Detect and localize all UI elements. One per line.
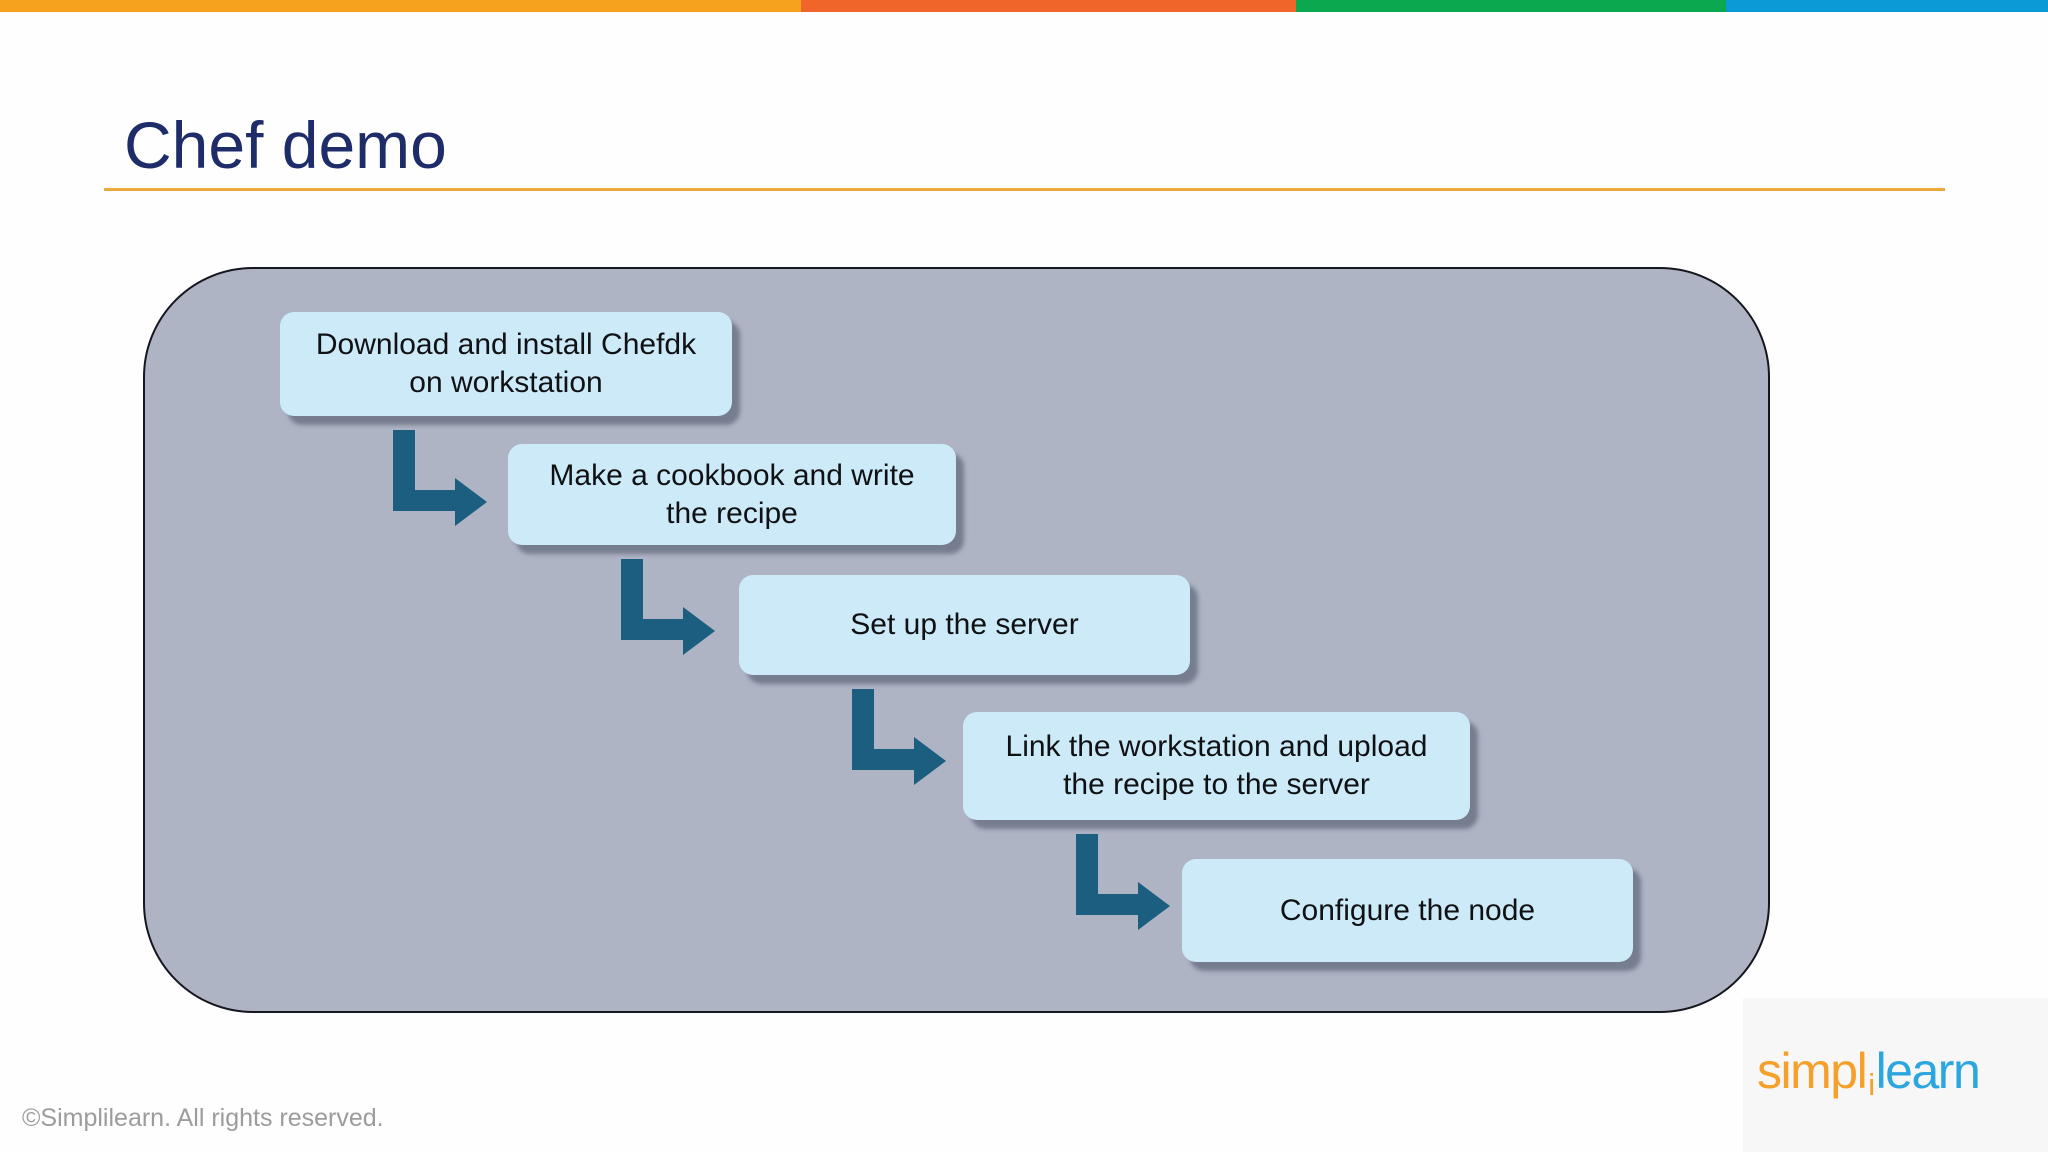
step-box: Configure the node xyxy=(1182,859,1633,962)
step-box: Set up the server xyxy=(739,575,1190,675)
elbow-arrow-icon xyxy=(1076,834,1170,930)
copyright-text: ©Simplilearn. All rights reserved. xyxy=(22,1104,384,1132)
logo-text-learn: learn xyxy=(1875,1043,1981,1099)
elbow-arrow-icon xyxy=(852,689,946,785)
step-box-label: Set up the server xyxy=(850,608,1079,641)
step-box-label: Configure the node xyxy=(1279,893,1536,927)
elbow-arrow-icon xyxy=(621,559,715,655)
page-title: Chef demo xyxy=(124,108,447,182)
accent-segment-green xyxy=(1296,0,1727,12)
accent-segment-deep-orange xyxy=(800,0,1297,12)
accent-segment-amber xyxy=(0,0,801,12)
logo-text-i: i xyxy=(1868,1066,1875,1102)
logo-watermark-panel xyxy=(1743,998,2048,1152)
elbow-arrow-icon xyxy=(393,430,487,526)
accent-segment-blue xyxy=(1726,0,2048,12)
title-underline xyxy=(104,188,1945,191)
logo-text-simpl: simpl xyxy=(1757,1043,1868,1099)
simplilearn-logo: simplilearn xyxy=(1757,1043,1981,1100)
accent-bar xyxy=(0,0,2048,12)
